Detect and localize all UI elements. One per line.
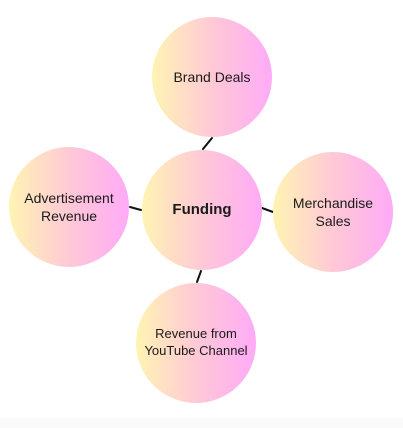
node-brand-deals-label: Brand Deals [173, 68, 251, 85]
node-merchandise-sales-line2: Sales [315, 213, 351, 229]
node-merchandise-sales-text: Merchandise Sales [293, 194, 373, 230]
connector-merchandise [261, 207, 274, 213]
connector-advertisement [129, 206, 142, 211]
node-youtube-revenue-line2: YouTube Channel [144, 343, 248, 358]
node-advertisement-revenue-line2: Revenue [40, 208, 98, 224]
node-brand-deals: Brand Deals [152, 17, 272, 137]
node-advertisement-revenue-line1: Advertisement [24, 189, 114, 206]
connector-youtube [196, 270, 202, 283]
connector-brand-deals [202, 137, 213, 150]
node-funding-label: Funding [172, 201, 232, 219]
node-youtube-revenue: Revenue from YouTube Channel [136, 283, 256, 403]
node-merchandise-sales: Merchandise Sales [273, 152, 393, 272]
node-advertisement-revenue-text: Advertisement Revenue [24, 189, 113, 225]
node-merchandise-sales-line1: Merchandise [292, 194, 374, 211]
node-advertisement-revenue: Advertisement Revenue [9, 147, 129, 267]
footer-band [0, 418, 403, 428]
node-funding-center: Funding [142, 150, 262, 270]
node-youtube-revenue-text: Revenue from YouTube Channel [144, 326, 247, 360]
node-youtube-revenue-line1: Revenue from [155, 326, 237, 342]
